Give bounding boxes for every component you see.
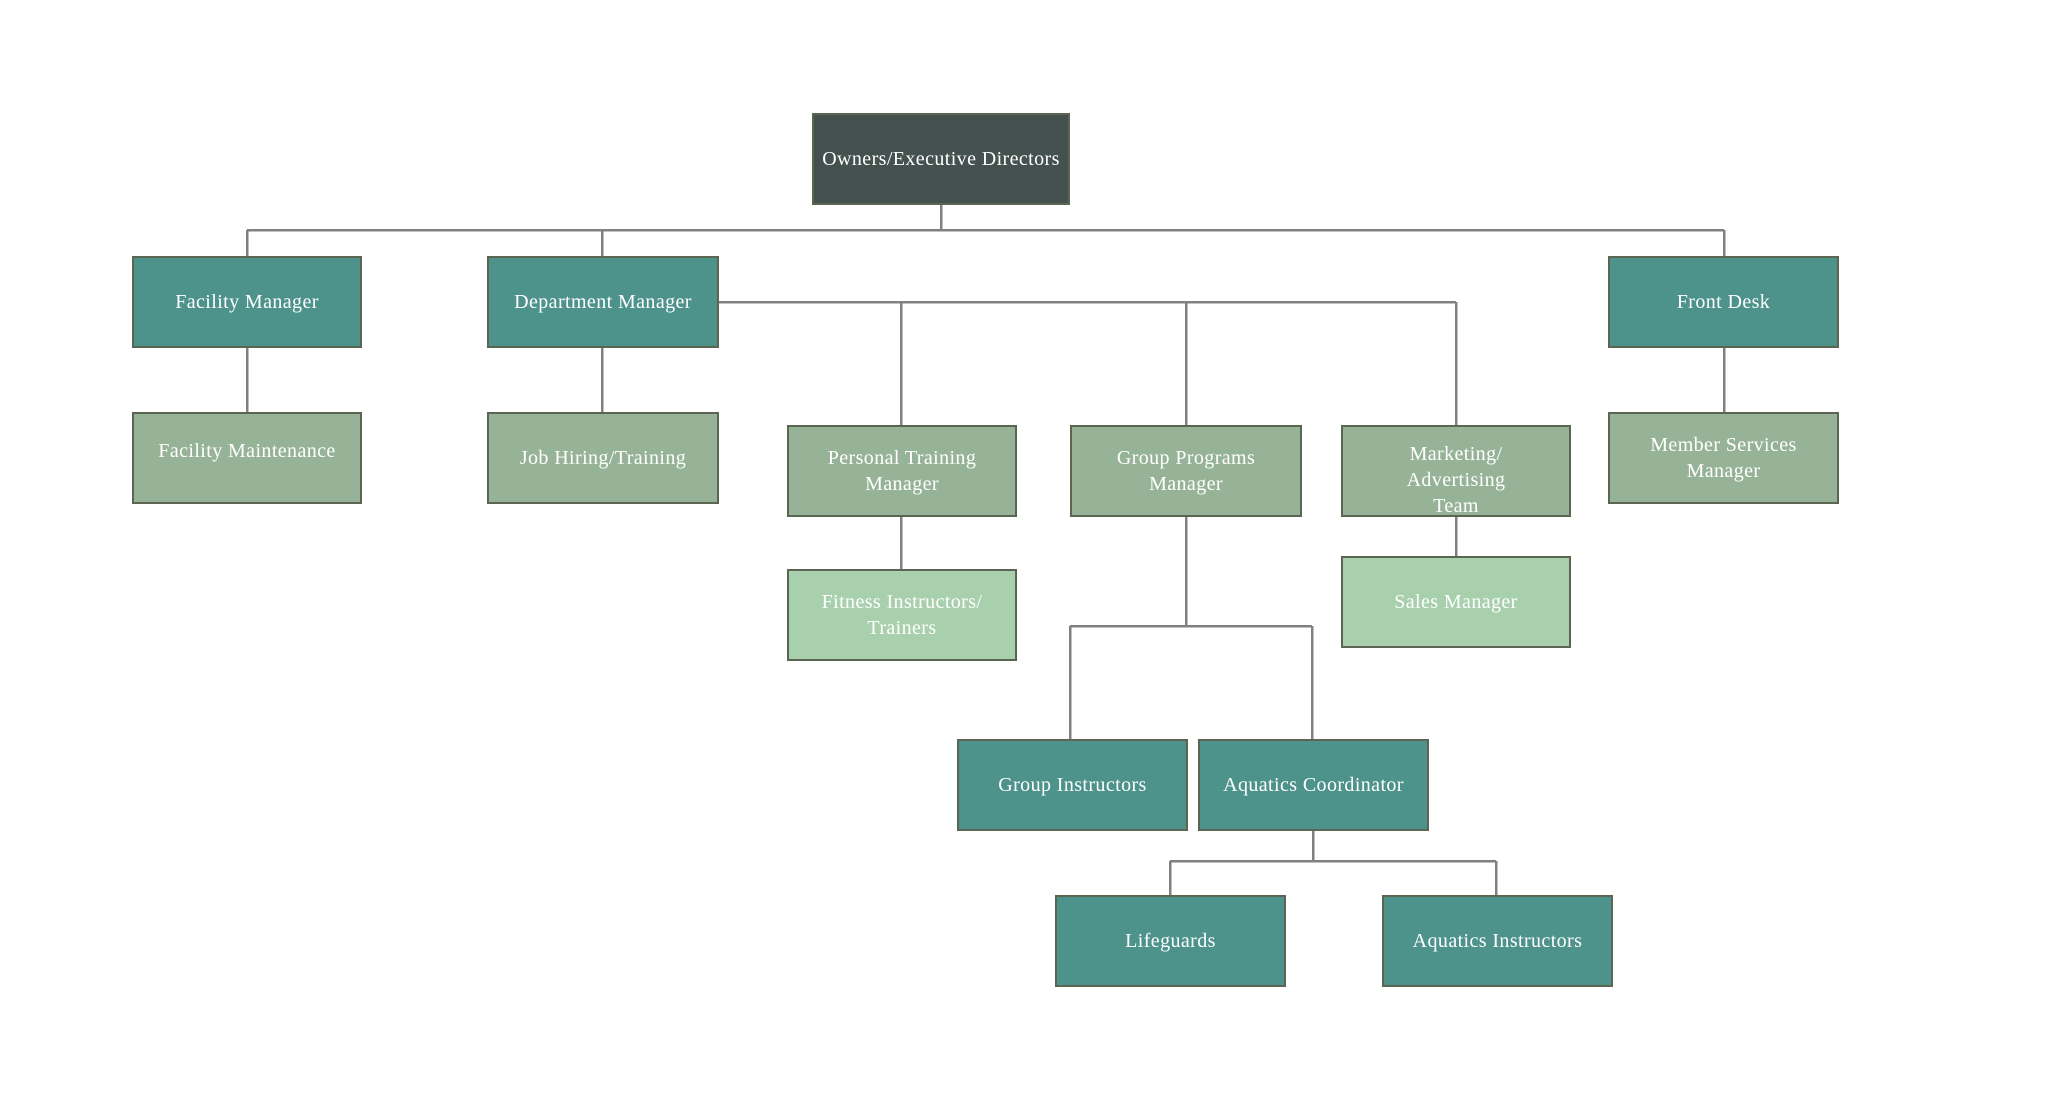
node-label: Aquatics Coordinator (1223, 774, 1404, 796)
node-label: Member Services Manager (1650, 434, 1797, 482)
node-group-instructors[interactable]: Group Instructors (957, 739, 1188, 831)
node-label: Front Desk (1676, 291, 1771, 313)
node-label: Facility Manager (175, 291, 319, 313)
node-personal-training-manager[interactable]: Personal Training Manager (787, 425, 1017, 517)
node-owners-executive-directors[interactable]: Owners/Executive Directors (812, 113, 1070, 205)
node-department-manager[interactable]: Department Manager (487, 256, 719, 348)
node-member-services-manager[interactable]: Member Services Manager (1608, 412, 1839, 504)
node-job-hiring-training[interactable]: Job Hiring/Training (487, 412, 719, 504)
node-sales-manager[interactable]: Sales Manager (1341, 556, 1571, 648)
node-label: Group Instructors (998, 774, 1147, 796)
node-marketing-advertising-team[interactable]: Marketing/ Advertising Team (1341, 425, 1571, 517)
node-label: Personal Training Manager (827, 447, 977, 495)
node-front-desk[interactable]: Front Desk (1608, 256, 1839, 348)
node-facility-maintenance[interactable]: Facility Maintenance (132, 412, 362, 504)
node-label: Job Hiring/Training (519, 447, 687, 469)
node-label: Sales Manager (1394, 591, 1518, 613)
node-aquatics-instructors[interactable]: Aquatics Instructors (1382, 895, 1613, 987)
node-label: Department Manager (514, 291, 692, 313)
node-label: Owners/Executive Directors (822, 148, 1060, 170)
node-label: Fitness Instructors/ Trainers (821, 591, 983, 639)
node-label: Group Programs Manager (1116, 447, 1256, 495)
node-aquatics-coordinator[interactable]: Aquatics Coordinator (1198, 739, 1429, 831)
node-label: Lifeguards (1125, 930, 1216, 952)
node-label: Marketing/ Advertising Team (1406, 443, 1506, 517)
node-label: Aquatics Instructors (1412, 930, 1583, 952)
node-fitness-instructors-trainers[interactable]: Fitness Instructors/ Trainers (787, 569, 1017, 661)
node-lifeguards[interactable]: Lifeguards (1055, 895, 1286, 987)
node-group-programs-manager[interactable]: Group Programs Manager (1070, 425, 1302, 517)
node-facility-manager[interactable]: Facility Manager (132, 256, 362, 348)
node-label: Facility Maintenance (158, 440, 336, 462)
